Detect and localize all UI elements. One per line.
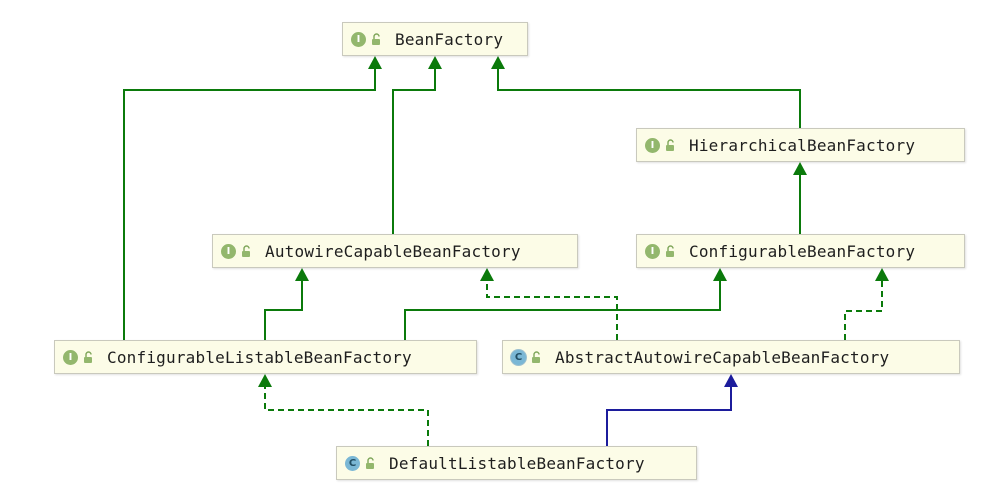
node-label: HierarchicalBeanFactory	[689, 135, 916, 155]
node-label: ConfigurableListableBeanFactory	[107, 347, 412, 367]
arrowhead	[428, 56, 442, 69]
node-hierarchical-bean-factory[interactable]: I HierarchicalBeanFactory	[636, 128, 965, 162]
open-lock-icon	[532, 350, 540, 363]
arrowhead	[875, 268, 889, 281]
interface-icon: I	[221, 243, 236, 259]
arrowhead	[793, 162, 807, 175]
node-label: AutowireCapableBeanFactory	[265, 241, 521, 261]
open-lock-icon	[666, 244, 674, 257]
edge-configurable-listable-bean-factory-to-autowire-capable-bean-factory	[264, 268, 309, 340]
open-lock-icon	[84, 350, 92, 363]
edge-default-listable-bean-factory-to-abstract-autowire-capable-bean-factory	[606, 374, 738, 446]
edge-autowire-capable-bean-factory-to-bean-factory	[392, 56, 442, 234]
edge-line	[404, 280, 721, 340]
edge-configurable-listable-bean-factory-to-bean-factory	[123, 56, 382, 340]
edge-abstract-autowire-capable-bean-factory-to-configurable-bean-factory	[844, 268, 889, 340]
open-lock-icon	[366, 456, 374, 469]
arrowhead	[713, 268, 727, 281]
edge-line	[844, 280, 883, 340]
edge-line	[392, 68, 436, 234]
node-configurable-listable-bean-factory[interactable]: I ConfigurableListableBeanFactory	[54, 340, 477, 374]
arrowhead	[295, 268, 309, 281]
edge-line	[606, 386, 732, 446]
node-default-listable-bean-factory[interactable]: C DefaultListableBeanFactory	[336, 446, 697, 480]
interface-icon: I	[63, 349, 78, 365]
edge-configurable-listable-bean-factory-to-configurable-bean-factory	[404, 268, 727, 340]
arrowhead	[724, 374, 738, 387]
node-configurable-bean-factory[interactable]: I ConfigurableBeanFactory	[636, 234, 965, 268]
interface-icon: I	[645, 137, 660, 153]
node-autowire-capable-bean-factory[interactable]: I AutowireCapableBeanFactory	[212, 234, 578, 268]
node-label: BeanFactory	[395, 29, 504, 49]
node-label: AbstractAutowireCapableBeanFactory	[555, 347, 890, 367]
class-icon: C	[345, 455, 360, 471]
abstract-class-icon: C	[511, 349, 526, 365]
node-label: DefaultListableBeanFactory	[389, 453, 645, 473]
edge-line	[264, 386, 429, 446]
interface-icon: I	[645, 243, 660, 259]
edge-configurable-bean-factory-to-hierarchical-bean-factory	[793, 162, 807, 234]
open-lock-icon	[666, 138, 674, 151]
node-bean-factory[interactable]: I BeanFactory	[342, 22, 528, 56]
edge-line	[123, 68, 376, 340]
open-lock-icon	[372, 32, 380, 45]
node-label: ConfigurableBeanFactory	[689, 241, 916, 261]
interface-icon: I	[351, 31, 366, 47]
node-abstract-autowire-capable-bean-factory[interactable]: C AbstractAutowireCapableBeanFactory	[502, 340, 960, 374]
arrowhead	[368, 56, 382, 69]
edge-line	[486, 280, 618, 340]
arrowhead	[258, 374, 272, 387]
edge-default-listable-bean-factory-to-configurable-listable-bean-factory	[258, 374, 429, 446]
edge-line	[264, 280, 303, 340]
edge-abstract-autowire-capable-bean-factory-to-autowire-capable-bean-factory	[480, 268, 618, 340]
open-lock-icon	[242, 244, 250, 257]
edge-hierarchical-bean-factory-to-bean-factory	[491, 56, 801, 128]
arrowhead	[480, 268, 494, 281]
edge-line	[497, 68, 801, 128]
arrowhead	[491, 56, 505, 69]
